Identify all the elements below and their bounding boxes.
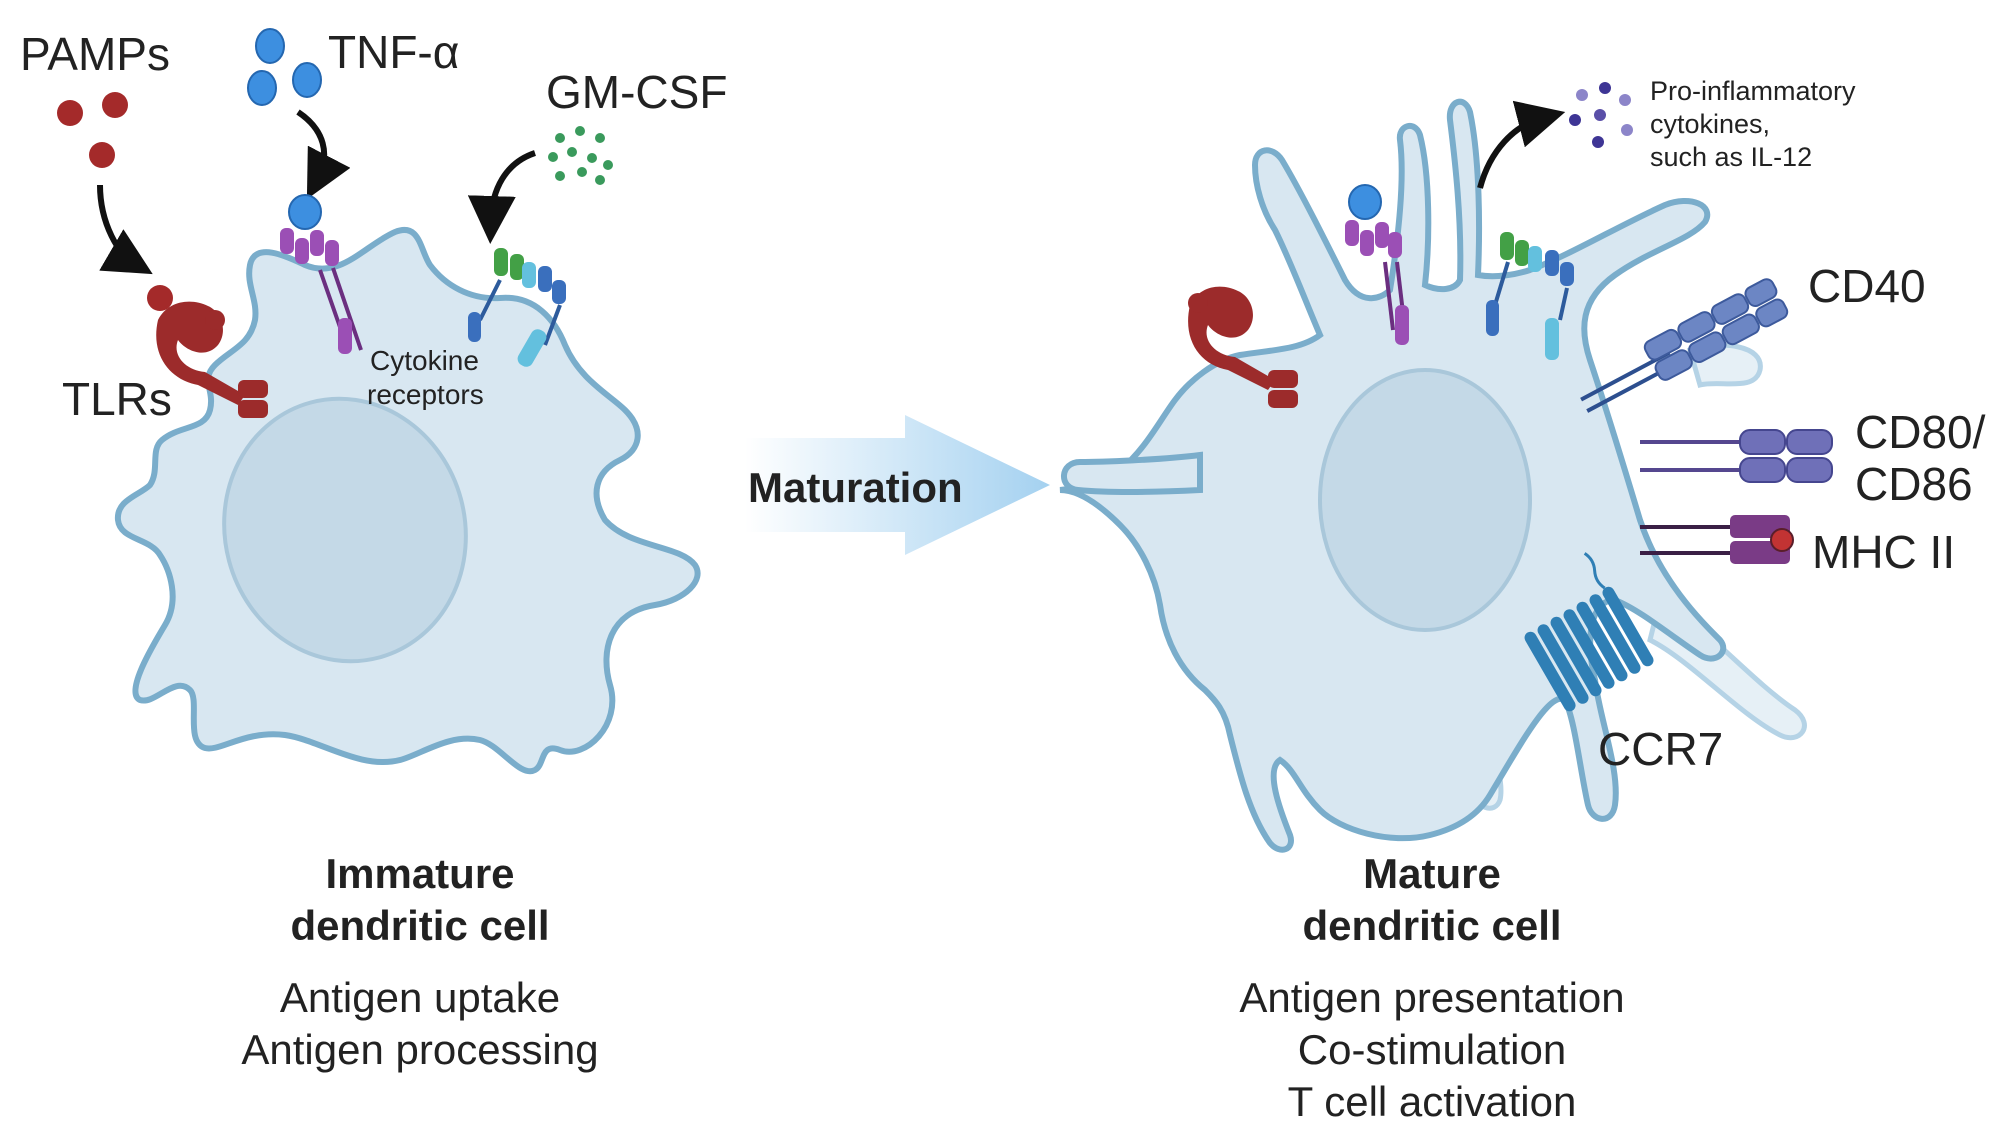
immature-nucleus — [222, 396, 468, 664]
mature-nucleus — [1318, 368, 1532, 632]
mature-title-line2: dendritic cell — [1302, 902, 1561, 949]
tnf-arrow — [296, 109, 351, 200]
mature-tlr-icon — [1188, 286, 1298, 408]
immature-title-line1: Immature — [325, 850, 514, 897]
secreted-label-line1: Pro-inflammatory — [1650, 76, 1856, 106]
pamp-particle — [57, 100, 83, 126]
tnf-group: TNF-α — [247, 26, 459, 354]
mature-caption: Mature dendritic cell Antigen presentati… — [1239, 850, 1624, 1125]
il12-particles-icon — [1569, 82, 1633, 148]
mature-function-2: Co-stimulation — [1298, 1026, 1566, 1073]
tlrs-label: TLRs — [62, 373, 172, 425]
il12-secretion: Pro-inflammatory cytokines, such as IL-1… — [1477, 76, 1856, 189]
immature-function-2: Antigen processing — [241, 1026, 598, 1073]
cytokine-receptors-label-line1: Cytokine — [370, 345, 479, 376]
mature-cell-left-process — [1061, 451, 1203, 495]
pamps-group: PAMPs — [20, 28, 173, 311]
ccr7-icon — [1524, 552, 1654, 712]
mhc2-icon — [1640, 515, 1794, 564]
immature-cell — [114, 227, 701, 775]
mature-function-1: Antigen presentation — [1239, 974, 1624, 1021]
mature-tnf-receptor-icon — [1345, 184, 1409, 345]
tnf-label: TNF-α — [328, 26, 459, 78]
tnf-molecule-icon — [247, 28, 322, 106]
pamps-arrow — [97, 184, 153, 275]
cd86-label: CD86 — [1855, 458, 1973, 510]
immature-caption: Immature dendritic cell Antigen uptake A… — [241, 850, 598, 1073]
gmcsf-arrow — [467, 150, 537, 244]
pamp-particle — [147, 285, 173, 311]
pamp-particle — [102, 92, 128, 118]
secreted-label-line2: cytokines, — [1650, 109, 1770, 139]
pamps-label: PAMPs — [20, 28, 170, 80]
gmcsf-receptor-icon — [468, 248, 566, 367]
secretion-arrow — [1477, 100, 1566, 189]
mature-function-3: T cell activation — [1288, 1078, 1577, 1125]
pamp-particle — [89, 142, 115, 168]
cd40-label: CD40 — [1808, 260, 1926, 312]
mhc2-label: MHC II — [1812, 526, 1955, 578]
tnf-receptor-icon — [280, 194, 363, 354]
secreted-label-line3: such as IL-12 — [1650, 142, 1812, 172]
tlr-receptor-icon — [156, 301, 268, 418]
gmcsf-group: GM-CSF — [467, 66, 727, 367]
mature-title-line1: Mature — [1363, 850, 1501, 897]
cd80-label: CD80/ — [1855, 406, 1986, 458]
gmcsf-label: GM-CSF — [546, 66, 727, 118]
immature-title-line2: dendritic cell — [290, 902, 549, 949]
cd80-cd86-icon — [1640, 429, 1833, 483]
cd40-icon — [1580, 278, 1789, 413]
maturation-label: Maturation — [748, 464, 963, 511]
maturation-arrow: Maturation — [745, 415, 1050, 555]
mature-gmcsf-receptor-icon — [1486, 232, 1574, 360]
gmcsf-particles-icon — [548, 126, 613, 185]
cytokine-receptors-label-line2: receptors — [367, 379, 484, 410]
ccr7-label: CCR7 — [1598, 723, 1723, 775]
immature-function-1: Antigen uptake — [280, 974, 560, 1021]
